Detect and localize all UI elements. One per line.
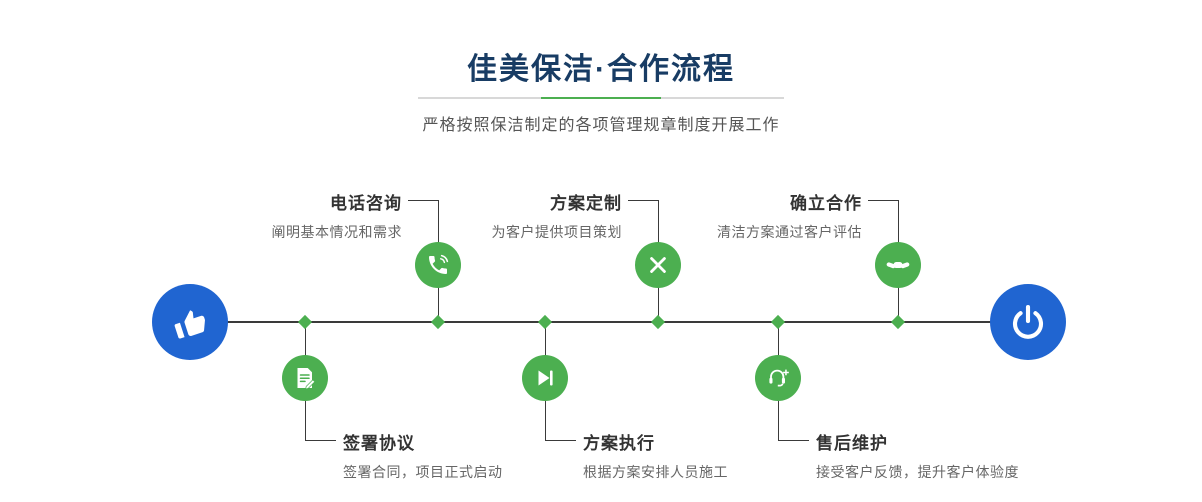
timeline-node [297,314,313,330]
step-desc: 阐明基本情况和需求 [271,224,402,240]
phone-icon [429,254,449,274]
headset-icon [769,369,789,387]
timeline-node [430,314,446,330]
step-icon-cooperation [875,242,921,288]
step-icon-sign-contract [282,355,328,401]
connector-line [305,440,336,441]
connector-line [778,440,809,441]
contract-icon [297,368,316,390]
page-subtitle: 严格按照保洁制定的各项管理规章制度开展工作 [422,117,780,134]
timeline-node [770,314,786,330]
page-title: 佳美保洁·合作流程 [467,53,735,86]
step-title: 方案定制 [550,194,622,213]
step-desc: 根据方案安排人员施工 [583,464,728,480]
step-title: 售后维护 [816,434,888,453]
step-label-after-sales: 售后维护 接受客户反馈，提升客户体验度 [816,429,1019,482]
step-desc: 接受客户反馈，提升客户体验度 [816,464,1019,480]
step-label-cooperation: 确立合作 清洁方案通过客户评估 [717,189,862,242]
timeline-node [890,314,906,330]
step-icon-phone-consult [415,242,461,288]
title-divider-accent [541,97,661,99]
connector-line [628,200,659,201]
design-tools-icon [650,257,666,273]
handshake-icon [886,262,910,269]
step-desc: 为客户提供项目策划 [491,224,622,240]
step-icon-plan-design [635,242,681,288]
step-label-plan-design: 方案定制 为客户提供项目策划 [492,189,623,242]
step-desc: 签署合同，项目正式启动 [343,464,503,480]
play-execute-icon [538,370,553,386]
step-icon-plan-execute [522,355,568,401]
timeline-node [537,314,553,330]
end-node [990,284,1066,360]
step-title: 方案执行 [583,434,655,453]
timeline-node [650,314,666,330]
connector-line [545,440,576,441]
pointer-hand-icon [174,310,205,339]
step-title: 确立合作 [790,194,862,213]
connector-line [868,200,899,201]
step-label-plan-execute: 方案执行 根据方案安排人员施工 [583,429,728,482]
step-label-sign-contract: 签署协议 签署合同，项目正式启动 [343,429,503,482]
step-icon-after-sales [755,355,801,401]
title-divider [418,97,784,99]
start-node [152,284,228,360]
step-title: 签署协议 [343,434,415,453]
step-label-phone-consult: 电话咨询 阐明基本情况和需求 [272,189,403,242]
timeline-line [190,321,1028,323]
connector-line [408,200,439,201]
step-desc: 清洁方案通过客户评估 [717,224,862,240]
step-title: 电话咨询 [330,194,402,213]
power-icon [1012,305,1044,339]
